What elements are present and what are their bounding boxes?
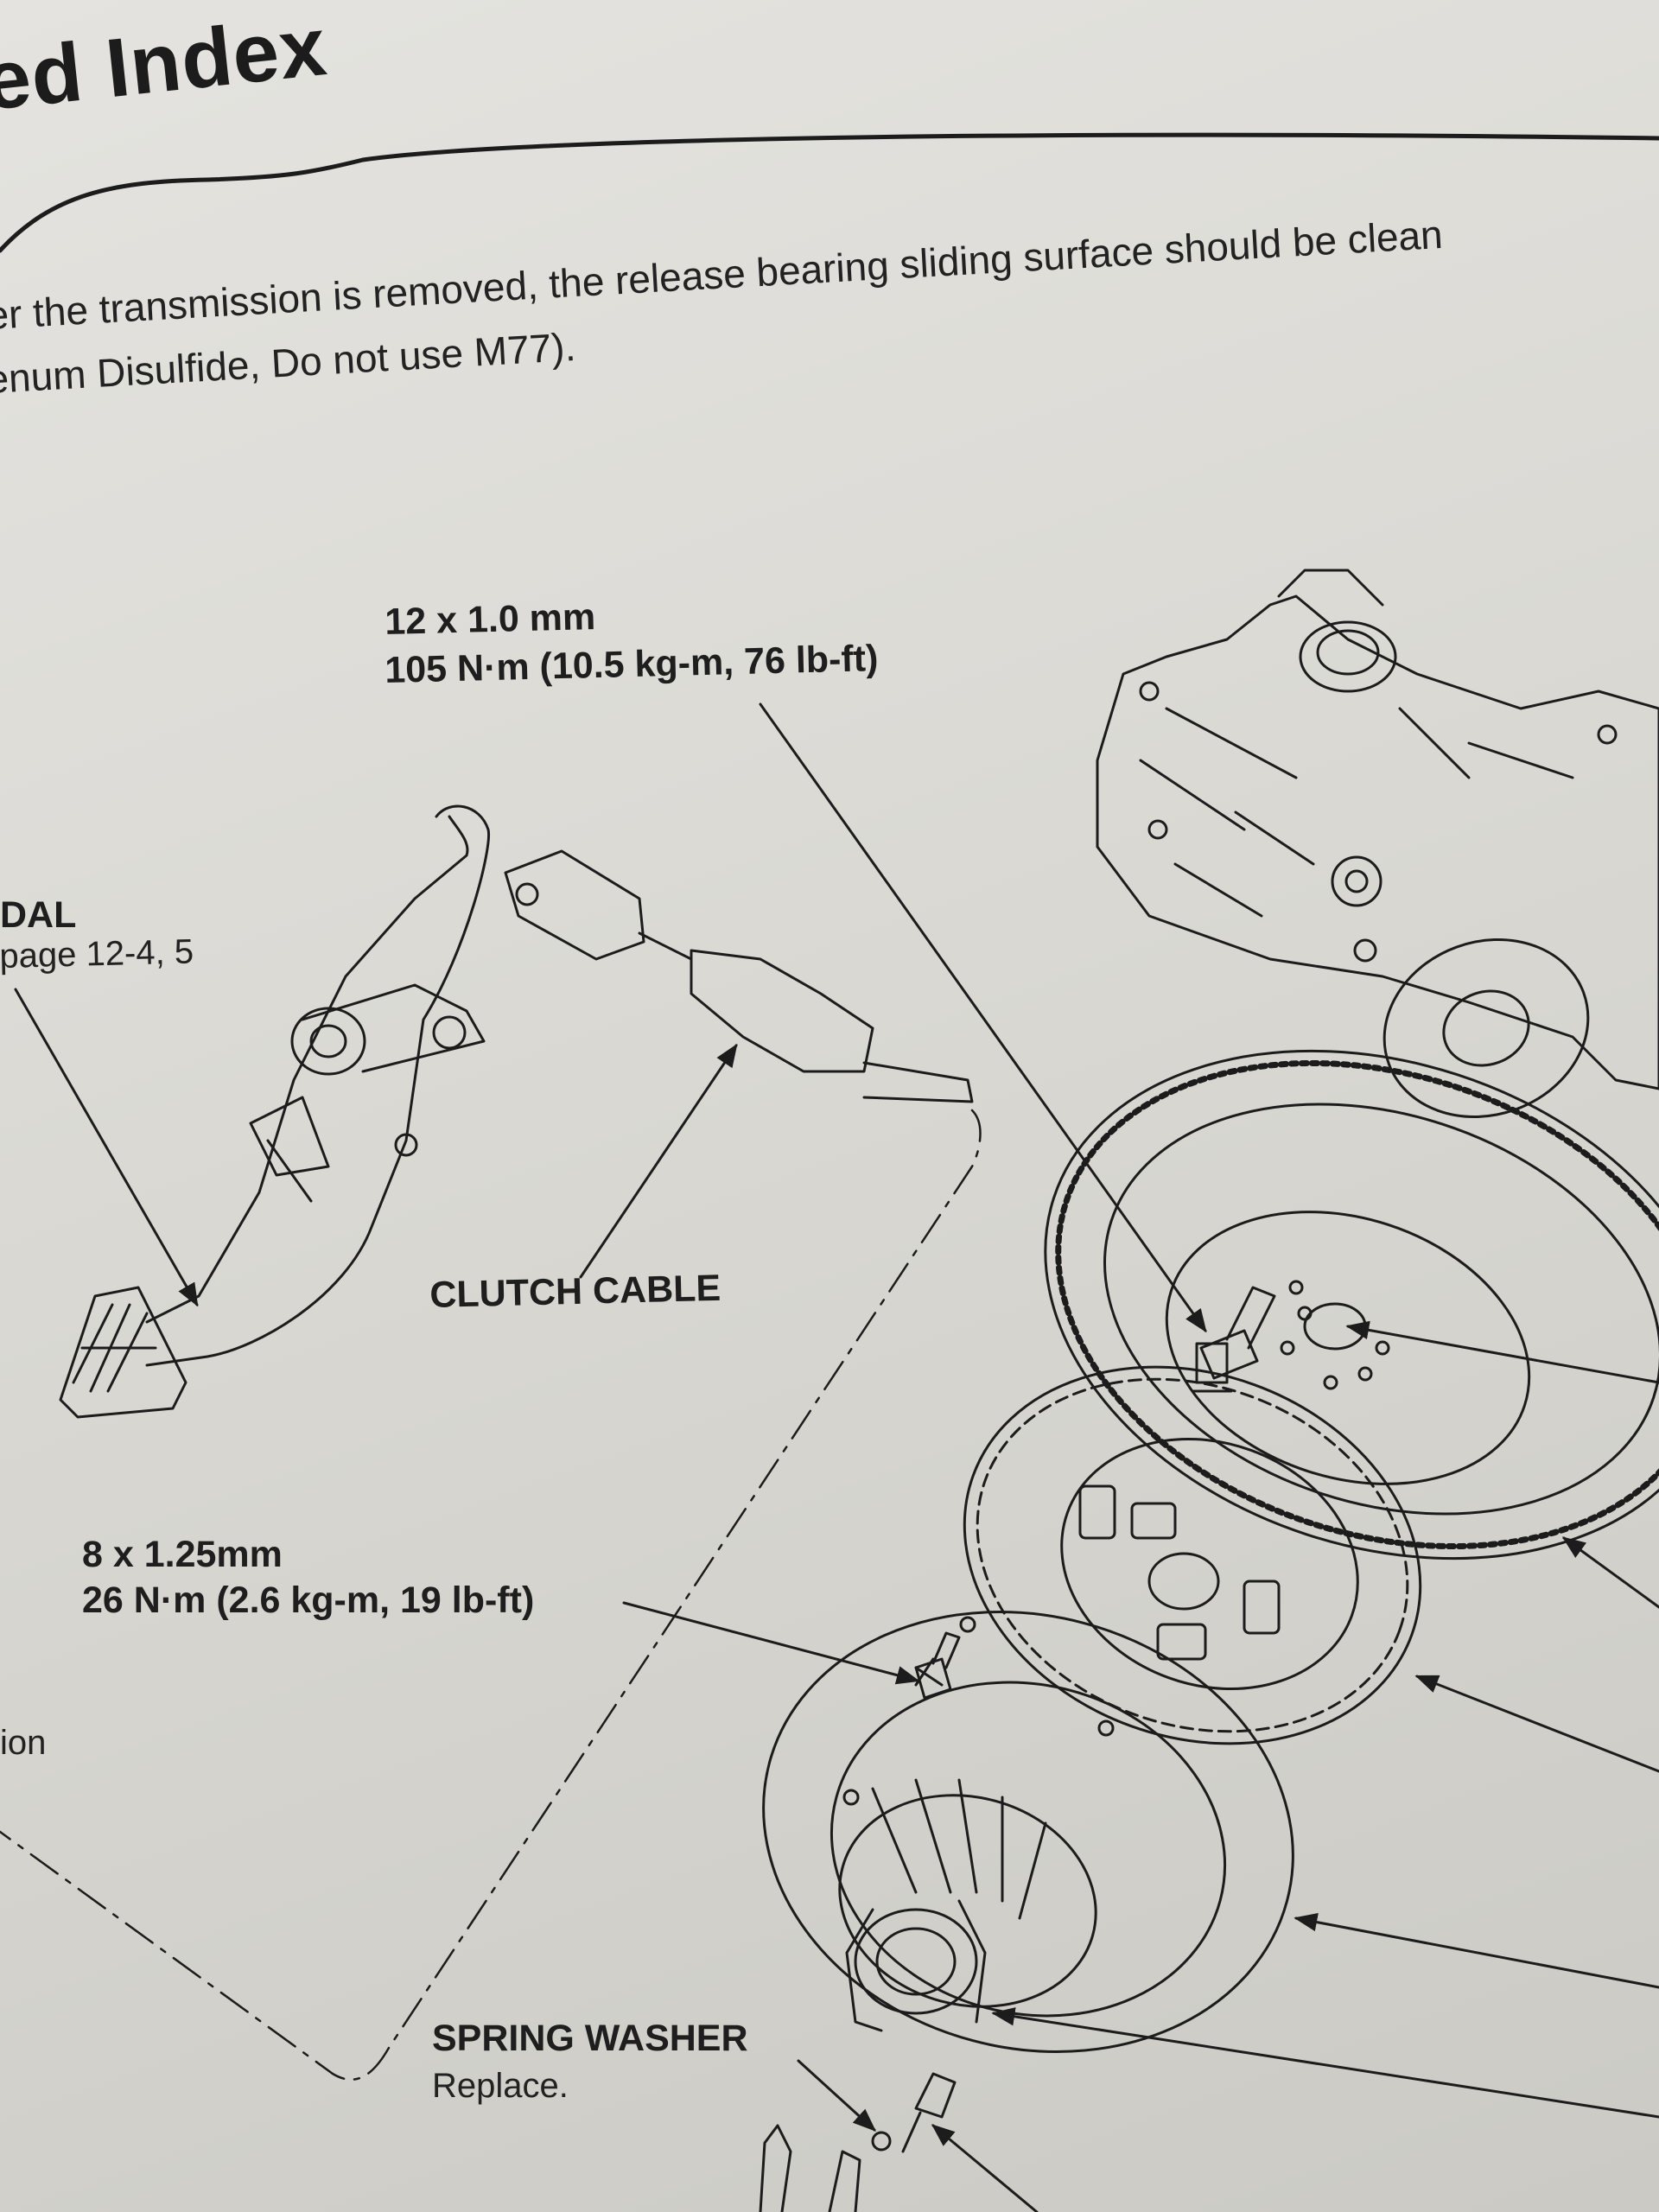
leader-flywheel-bolt xyxy=(759,702,1207,1333)
flywheel-bolt xyxy=(1199,1286,1276,1380)
flywheel-bolt-size: 12 x 1.0 mm xyxy=(384,596,596,644)
leader-pressure-plate-bolt xyxy=(622,1601,920,1685)
pedal-label: DAL xyxy=(0,894,77,936)
leader-right-3 xyxy=(1414,1675,1659,1773)
header-rule xyxy=(0,132,1659,253)
pressure-plate-bolt-size: 8 x 1.25mm xyxy=(82,1534,283,1575)
flywheel xyxy=(1044,1049,1659,1560)
phantom-line xyxy=(0,1109,982,2081)
leader-spring-washer xyxy=(797,2059,876,2132)
leader-right-2 xyxy=(1561,1536,1659,1609)
leader-right-5 xyxy=(991,2007,1659,2119)
release-fork xyxy=(759,2124,861,2212)
clutch-disc xyxy=(963,1365,1422,1745)
leader-clutch-cable xyxy=(579,1043,738,1279)
clutch-cable-label: CLUTCH CABLE xyxy=(429,1267,721,1317)
spring-washer-label: SPRING WASHER xyxy=(432,2018,748,2059)
clutch-cable-drawing xyxy=(504,849,974,1103)
engine-block xyxy=(1096,569,1659,1119)
release-fork-bolt xyxy=(871,2072,957,2153)
pressure-plate-bolt-torque: 26 N·m (2.6 kg-m, 19 lb-ft) xyxy=(82,1580,535,1621)
pressure-plate xyxy=(762,1611,1294,2053)
spring-washer-note: Replace. xyxy=(432,2067,569,2105)
pedal-page-ref: page 12-4, 5 xyxy=(0,932,194,976)
clutch-pedal xyxy=(59,804,491,1419)
pressure-plate-bolt xyxy=(914,1631,961,1700)
leader-pedal xyxy=(14,988,199,1307)
leader-right-4 xyxy=(1294,1912,1659,1989)
left-fragment-text: ion xyxy=(0,1724,47,1762)
leader-right-1 xyxy=(1345,1320,1659,1384)
leader-right-6 xyxy=(931,2124,1039,2212)
